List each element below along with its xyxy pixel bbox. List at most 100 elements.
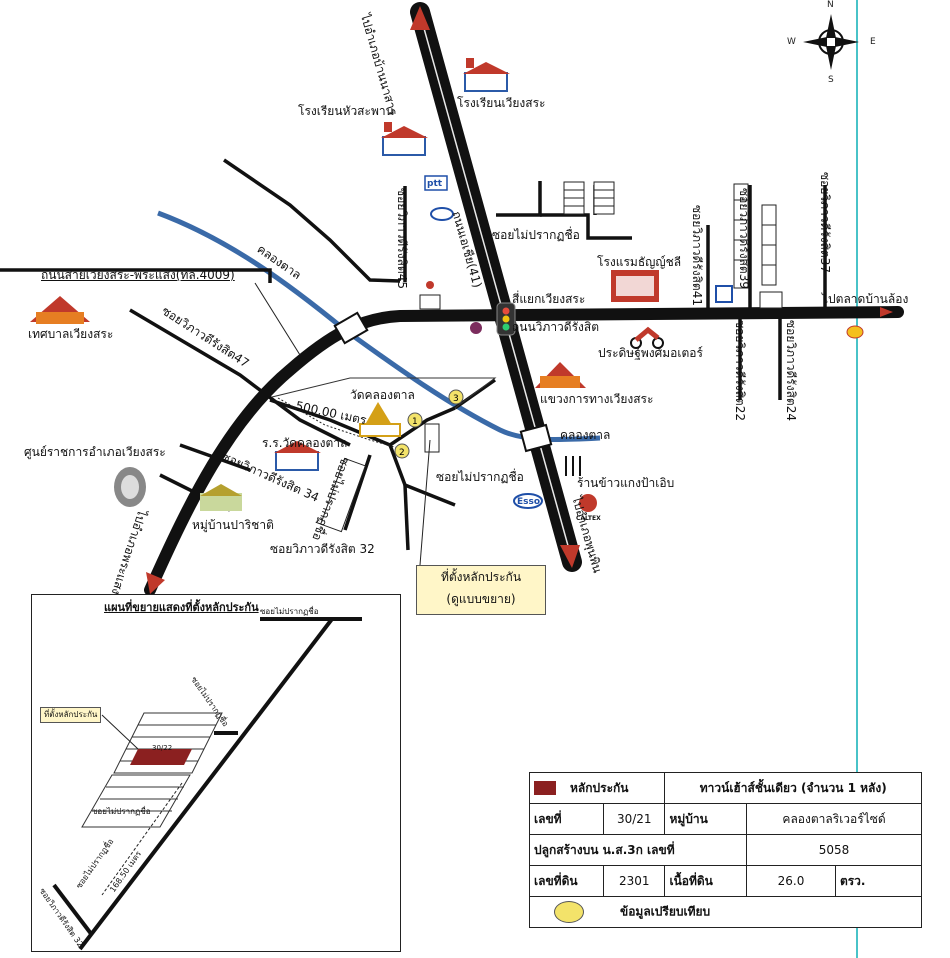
hotel-icon [611, 270, 659, 302]
shell-icon [846, 325, 864, 339]
label-junction: สี่แยกเวียงสระ [512, 292, 586, 306]
school-wiang-sa-icon [463, 58, 510, 92]
label-soi-24: ซอยวิภาวดีรังสิต24 [784, 320, 798, 421]
compass-icon [803, 14, 859, 70]
collateral-swatch [534, 781, 556, 795]
arrow-southwest-icon [146, 572, 165, 594]
collateral-pointer [419, 439, 431, 566]
label-soi-45: ซอยวิภาวดีรังสิต45 [395, 188, 409, 289]
label-caltex: CALTEX [576, 515, 601, 522]
collateral-location-box: ที่ตั้งหลักประกัน (ดูแบบขยาย) [416, 565, 546, 615]
inset-map: แผนที่ขยายแสดงที่ตั้งหลักประกัน ซอยไม่ปร… [31, 594, 401, 952]
building-blocks [320, 181, 783, 533]
label-soi-37: ซอยวิภาวดีรังสิต37 [818, 172, 832, 273]
label-restaurant: ร้านข้าวแกงป้าเอิบ [577, 476, 675, 490]
legend-land-no-label: เลขที่ดิน [528, 865, 605, 897]
legend-table: หลักประกัน ทาวน์เฮ้าส์ชั้นเดียว (จำนวน 1… [528, 772, 923, 928]
government-seal-icon [114, 467, 146, 507]
arrow-north-icon [410, 6, 430, 30]
label-moto: ประดิษฐ์พงศ์มอเตอร์ [598, 346, 703, 360]
compass-s: S [828, 75, 834, 85]
ptt-icon [424, 175, 448, 191]
label-pointer [254, 282, 301, 356]
caltex-icon [579, 494, 597, 512]
roundel-icon [426, 281, 434, 289]
bank-icon [715, 285, 733, 303]
municipality-icon [30, 296, 90, 324]
label-soi-22: ซอยวิภาวดีรังสิต22 [733, 320, 747, 421]
legend-area-label: เนื้อที่ดิน [664, 865, 748, 897]
label-esso: Esso [517, 497, 541, 507]
label-school-wiang: โรงเรียนเวียงสระ [457, 96, 546, 110]
inset-lot-no: 30/22 [152, 744, 173, 752]
collateral-box-line2: (ดูแบบขยาย) [446, 592, 516, 606]
motorcycle-icon [630, 326, 664, 349]
label-highway-office: แขวงการทางเวียงสระ [540, 392, 654, 406]
bridge-icon [333, 311, 369, 345]
marker-3 [448, 389, 464, 405]
inset-soi-low: ซอยไม่ปรากฏชื่อ [92, 807, 151, 816]
legend-collateral: หลักประกัน [570, 780, 629, 795]
roundel-icon [470, 322, 482, 334]
marker-2-label: 2 [399, 448, 405, 458]
legend-type: ทาวน์เฮ้าส์ชั้นเดียว (จำนวน 1 หลัง) [664, 772, 922, 804]
temple-icon [359, 402, 401, 437]
legend-collateral-cell: หลักประกัน [528, 772, 666, 804]
arrow-east-icon [880, 307, 893, 317]
inset-collateral-label: ที่ตั้งหลักประกัน [40, 707, 102, 723]
compass-e: E [870, 37, 876, 47]
label-temple-school: ร.ร.วัดคลองตาล [262, 436, 348, 450]
label-soi-41: ซอยวิภาวดีรังสิต41 [690, 205, 704, 306]
inset-map-drawing [52, 617, 362, 951]
bridge-icon [519, 423, 553, 453]
label-soi-unnamed-1: ซอยไม่ปรากฏชื่อ [492, 228, 580, 242]
road-4009 [144, 306, 904, 596]
legend-area: 26.0 [746, 865, 836, 897]
inset-title: แผนที่ขยายแสดงที่ตั้งหลักประกัน [104, 601, 259, 614]
collateral-lot [130, 749, 192, 765]
label-temple: วัดคลองตาล [350, 388, 415, 402]
label-soi-39: ซอยวิภาวดีรังสิต39 [737, 188, 751, 289]
restaurant-icon [565, 456, 581, 476]
legend-comparison-cell: ข้อมูลเปรียบเทียบ [529, 896, 922, 928]
label-market: ไปตลาดบ้านล้อง [822, 292, 909, 306]
legend-comparison: ข้อมูลเปรียบเทียบ [620, 904, 711, 919]
label-hotel: โรงแรมธัญญ์ชลี [597, 255, 682, 269]
legend-village-value: คลองตาลริเวอร์ไซด์ [746, 803, 922, 835]
legend-no-value: 30/21 [603, 803, 666, 835]
village-icon [200, 484, 242, 511]
label-ptt: ptt [427, 179, 443, 189]
arrow-south-icon [560, 545, 580, 568]
legend-title-no: 5058 [746, 834, 922, 866]
marker-2 [394, 443, 410, 459]
label-wiphawadi: ถนนวิภาวดีรังสิต [512, 320, 600, 334]
esso-icon [430, 207, 454, 221]
highway-41-inner [419, 13, 573, 561]
school-hua-saphan-icon [381, 122, 428, 156]
legend-area-unit: ตรว. [834, 865, 923, 897]
highway-office-icon [535, 362, 586, 388]
label-municipality: เทศบาลเวียงสระ [28, 327, 114, 341]
label-soi-unnamed-2: ซอยไม่ปรากฏชื่อ [436, 470, 524, 484]
comparison-marker-icon [554, 901, 584, 923]
esso-icon [513, 493, 543, 509]
marker-1-label: 1 [412, 417, 418, 427]
distance-path [277, 397, 406, 451]
label-tl4009: ถนนสายเวียงสระ-พระแสง(ทล.4009) [41, 268, 235, 282]
school-wat-icon [274, 441, 321, 471]
distance-box [271, 377, 497, 409]
collateral-box-line1: ที่ตั้งหลักประกัน [440, 570, 522, 584]
legend-built-on: ปลูกสร้างบน น.ส.3ก เลขที่ [528, 834, 748, 866]
legend-no-label: เลขที่ [528, 803, 605, 835]
compass-w: W [787, 37, 796, 47]
inset-soi-top: ซอยไม่ปรากฏชื่อ [260, 607, 319, 616]
legend-village-label: หมู่บ้าน [664, 803, 748, 835]
side-roads [0, 158, 827, 551]
label-school-hua: โรงเรียนหัวสะพาน [298, 104, 394, 118]
marker-1 [407, 412, 423, 428]
legend-land-no: 2301 [603, 865, 666, 897]
compass-n: N [827, 0, 834, 10]
label-soi-32: ซอยวิภาวดีรังสิต 32 [270, 542, 375, 556]
marker-3-label: 3 [453, 394, 459, 404]
